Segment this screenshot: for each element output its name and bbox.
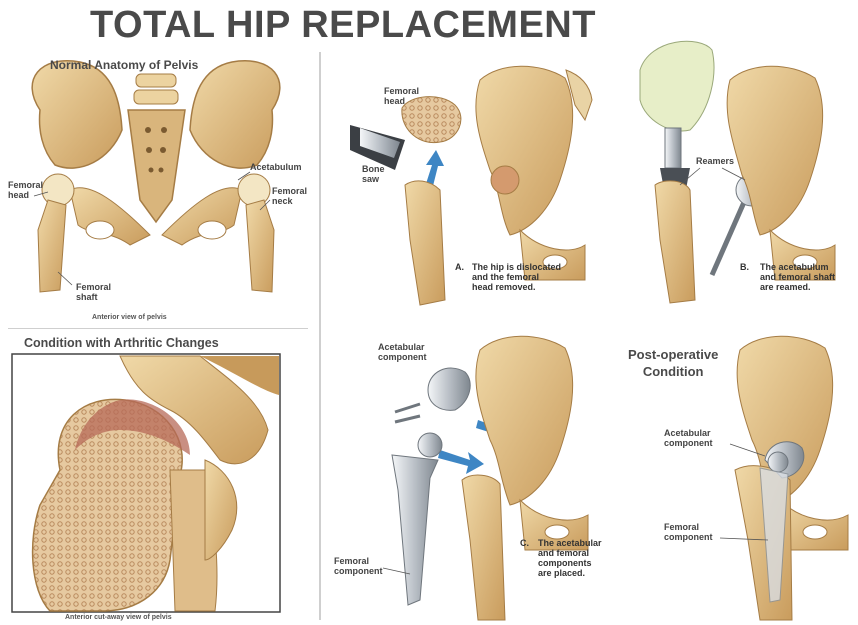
femoral-head-label: Femoral head: [8, 180, 43, 200]
arthritic-caption: Anterior cut-away view of pelvis: [65, 614, 172, 621]
step-b-letter: B.: [740, 262, 749, 272]
step-a-femoral-head-label: Femoral head: [384, 86, 419, 106]
acetabulum-label: Acetabulum: [250, 162, 302, 172]
step-c-acetabular-label: Acetabular component: [378, 342, 427, 362]
femoral-neck-label: Femoral neck: [272, 186, 307, 206]
step-b-caption: The acetabulum and femoral shaft are rea…: [760, 262, 835, 292]
normal-pelvis-illustration: [32, 61, 280, 292]
arthritic-illustration: [12, 354, 280, 612]
postop-acetabular-label: Acetabular component: [664, 428, 713, 448]
step-a-caption: The hip is dislocated and the femoral he…: [472, 262, 561, 292]
step-c-femoral-label: Femoral component: [334, 556, 383, 576]
femoral-shaft-label: Femoral shaft: [76, 282, 111, 302]
postop-illustration: [720, 336, 848, 620]
reamers-label: Reamers: [696, 156, 734, 166]
arthritic-heading: Condition with Arthritic Changes: [24, 336, 219, 350]
postop-femoral-label: Femoral component: [664, 522, 713, 542]
postop-heading: Post-operative Condition: [628, 346, 718, 380]
step-c-letter: C.: [520, 538, 529, 548]
normal-anatomy-heading: Normal Anatomy of Pelvis: [50, 58, 198, 72]
step-a-letter: A.: [455, 262, 464, 272]
step-c-caption: The acetabular and femoral components ar…: [538, 538, 602, 578]
normal-anatomy-caption: Anterior view of pelvis: [92, 314, 167, 321]
bone-saw-label: Bone saw: [362, 164, 385, 184]
